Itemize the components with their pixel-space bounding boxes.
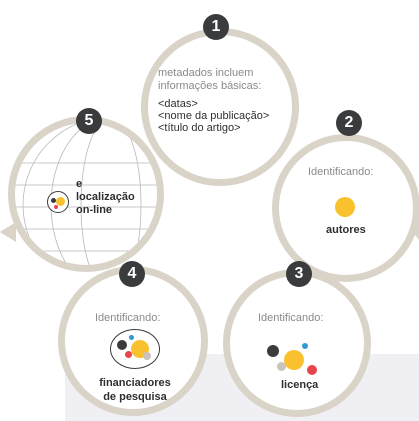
step-3-label: licença (281, 379, 319, 391)
step-1-item-dates: <datas> (158, 98, 198, 110)
step-4-label-line2: de pesquisa (103, 391, 167, 403)
red-dot (125, 351, 132, 358)
gray-dot (277, 362, 286, 371)
blue-dot (302, 343, 308, 349)
step-4-label-line1: financiadores (99, 377, 171, 389)
step-2-heading: Identificando: (308, 166, 374, 178)
dark-dot (117, 340, 127, 350)
step-2-badge: 2 (336, 110, 362, 136)
gray-dot (143, 352, 151, 360)
step-5-label-line3: on-line (76, 204, 113, 216)
step-2-label: autores (326, 224, 366, 236)
location-icon (47, 191, 69, 213)
dark-dot (267, 345, 279, 357)
step-1-badge: 1 (203, 14, 229, 40)
red-dot (307, 365, 317, 375)
step-1-item-publication: <nome da publicação> (158, 110, 270, 122)
step-1-heading-line1: metadados incluem (158, 67, 254, 79)
red-dot (54, 205, 58, 209)
yellow-dot (284, 350, 304, 370)
step-1-heading-line2: informações básicas: (158, 80, 262, 92)
step-5-label-line2: localização (76, 191, 135, 203)
yellow-dot (56, 197, 65, 206)
step-5-label-line1: e (76, 178, 83, 190)
author-dot-icon (335, 197, 355, 217)
license-icon (265, 340, 325, 380)
step-3-heading: Identificando: (258, 312, 324, 324)
step-3-badge: 3 (286, 261, 312, 287)
step-3-circle (223, 269, 371, 417)
step-4-badge: 4 (119, 261, 145, 287)
step-4-heading: Identificando: (95, 312, 161, 324)
blue-dot (129, 335, 134, 340)
step-5-badge: 5 (76, 108, 102, 134)
dark-dot (51, 198, 56, 203)
step-2-circle (272, 134, 419, 282)
left-arrow (0, 222, 16, 242)
funders-icon (110, 329, 160, 369)
step-1-item-title: <título do artigo> (158, 122, 241, 134)
